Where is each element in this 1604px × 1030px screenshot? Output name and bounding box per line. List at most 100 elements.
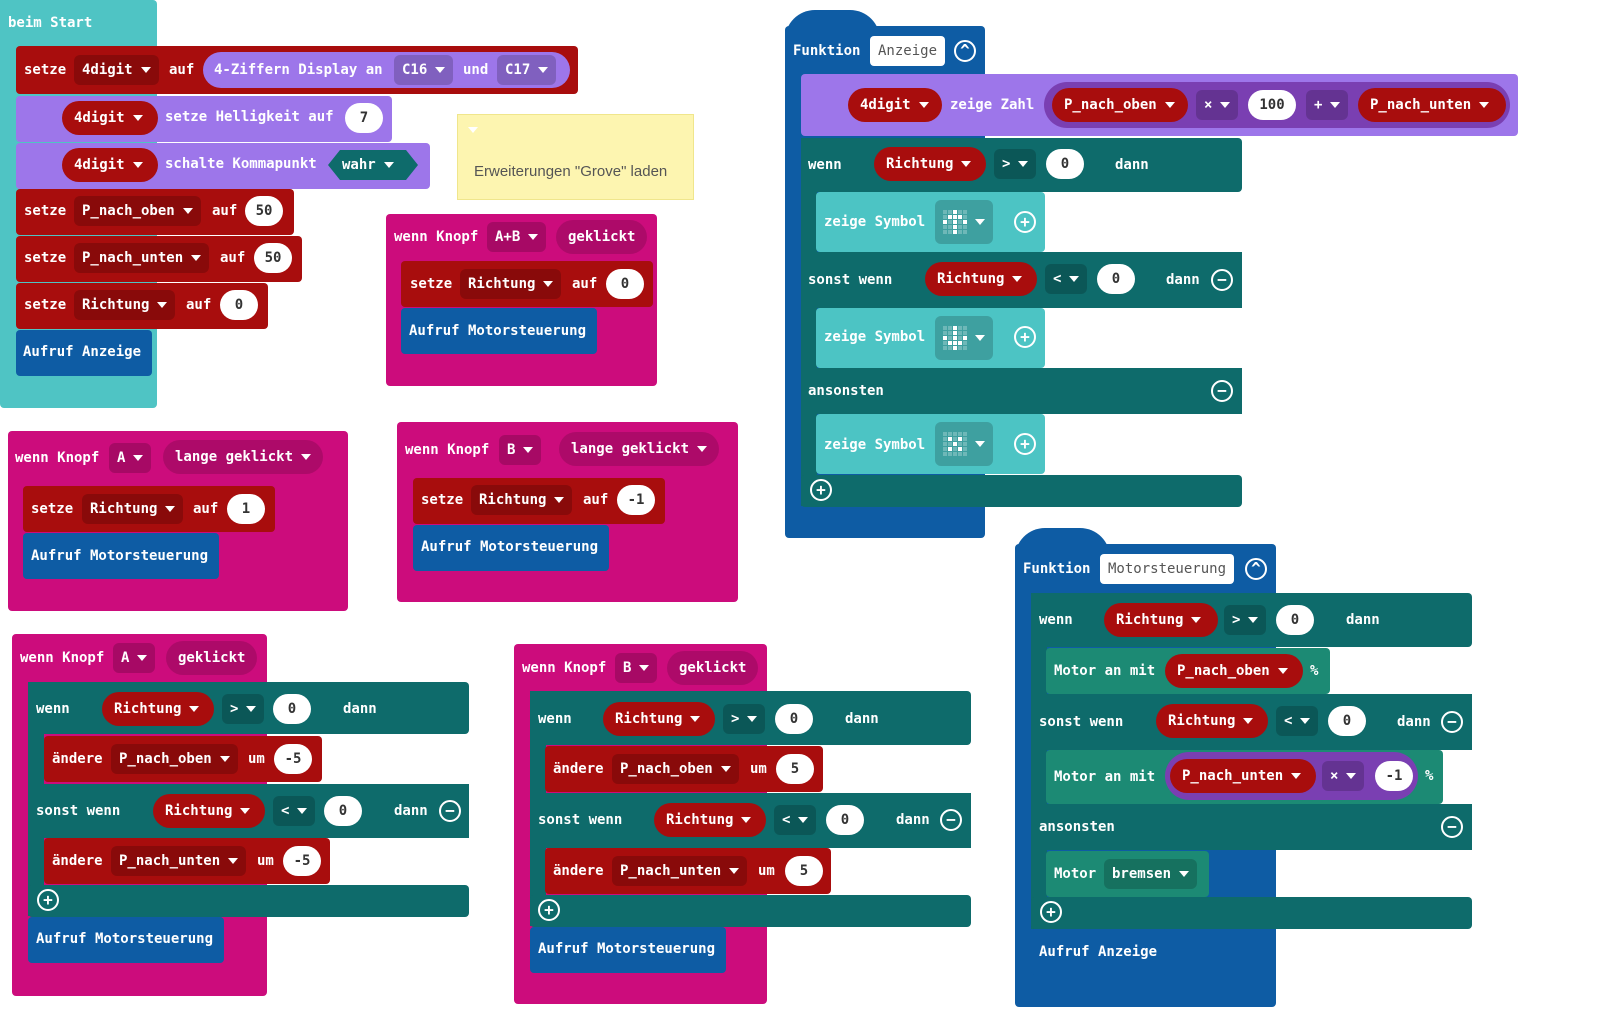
- var-p-down-pill[interactable]: P_nach_unten: [1358, 88, 1506, 122]
- else-row[interactable]: [1031, 804, 1472, 850]
- call-anzeige-block[interactable]: [16, 330, 152, 376]
- collapse-up-icon[interactable]: ^: [954, 40, 976, 62]
- compare-op-dropdown[interactable]: >: [994, 149, 1037, 179]
- var-dir-dropdown[interactable]: Richtung: [82, 494, 184, 524]
- factor-input[interactable]: 100: [1248, 90, 1296, 120]
- var-dir-pill[interactable]: Richtung: [102, 692, 214, 726]
- call-anzeige-block[interactable]: [1031, 929, 1167, 975]
- var-p-up-pill[interactable]: P_nach_oben: [1052, 88, 1188, 122]
- add-icon[interactable]: +: [538, 899, 560, 921]
- event-dropdown[interactable]: geklickt: [556, 220, 648, 254]
- compare-op-dropdown[interactable]: >: [222, 694, 265, 724]
- add-icon[interactable]: +: [1014, 326, 1036, 348]
- var-dir-dropdown[interactable]: Richtung: [74, 290, 176, 320]
- var-p-down-dropdown[interactable]: P_nach_unten: [74, 243, 210, 273]
- change-input[interactable]: -5: [283, 846, 321, 876]
- event-dropdown[interactable]: geklickt: [166, 641, 258, 675]
- compare-op-dropdown[interactable]: <: [273, 796, 316, 826]
- display-init-block[interactable]: [203, 52, 570, 88]
- var-p-up-dropdown[interactable]: P_nach_oben: [74, 196, 201, 226]
- show-symbol-block[interactable]: [816, 414, 1045, 474]
- p-down-input[interactable]: 50: [254, 243, 292, 273]
- function-name-input[interactable]: Anzeige: [870, 36, 946, 66]
- change-input[interactable]: -5: [274, 744, 312, 774]
- var-dir-pill[interactable]: Richtung: [603, 702, 715, 736]
- change-input[interactable]: 5: [776, 754, 814, 784]
- dir-input[interactable]: -1: [617, 485, 655, 515]
- var-p-up-dropdown[interactable]: P_nach_oben: [111, 744, 238, 774]
- compare-input[interactable]: 0: [826, 805, 864, 835]
- var-dir-pill[interactable]: Richtung: [153, 794, 265, 828]
- compare-op-dropdown[interactable]: <: [774, 805, 817, 835]
- compare-input[interactable]: 0: [324, 796, 362, 826]
- call-motor-block[interactable]: [23, 533, 219, 579]
- dir-input[interactable]: 1: [227, 494, 265, 524]
- pin1-dropdown[interactable]: C16: [394, 55, 454, 85]
- compare-input[interactable]: 0: [1046, 149, 1084, 179]
- add-icon[interactable]: +: [1014, 211, 1036, 233]
- brake-dropdown[interactable]: bremsen: [1104, 859, 1198, 889]
- compare-input[interactable]: 0: [775, 704, 813, 734]
- function-name-input[interactable]: Motorsteuerung: [1100, 554, 1235, 584]
- remove-icon[interactable]: −: [1211, 269, 1233, 291]
- add-op-dropdown[interactable]: +: [1306, 90, 1349, 120]
- call-motor-block[interactable]: [401, 308, 597, 354]
- change-p-down-block[interactable]: [44, 838, 330, 884]
- var-dir-pill[interactable]: Richtung: [1156, 704, 1268, 738]
- button-dropdown[interactable]: A+B: [487, 222, 547, 252]
- button-dropdown[interactable]: A: [109, 443, 152, 473]
- change-p-down-block[interactable]: [545, 848, 831, 894]
- compare-input[interactable]: 0: [1097, 264, 1135, 294]
- button-dropdown[interactable]: B: [615, 653, 658, 683]
- dir-input[interactable]: 0: [220, 290, 258, 320]
- remove-icon[interactable]: −: [940, 809, 962, 831]
- compare-op-dropdown[interactable]: <: [1276, 706, 1319, 736]
- var-4digit-dropdown[interactable]: 4digit: [74, 55, 159, 85]
- collapse-icon[interactable]: [468, 127, 478, 133]
- add-icon[interactable]: +: [37, 889, 59, 911]
- mul-op-dropdown[interactable]: ×: [1196, 90, 1239, 120]
- collapse-up-icon[interactable]: ^: [1245, 558, 1267, 580]
- var-4digit-pill[interactable]: 4digit: [848, 88, 942, 122]
- event-dropdown[interactable]: lange geklickt: [163, 440, 324, 474]
- button-dropdown[interactable]: A: [113, 643, 156, 673]
- var-p-up-dropdown[interactable]: P_nach_oben: [612, 754, 739, 784]
- add-icon[interactable]: +: [810, 479, 832, 501]
- compare-input[interactable]: 0: [1328, 706, 1366, 736]
- call-motor-block[interactable]: [28, 917, 224, 963]
- mul-op-dropdown[interactable]: ×: [1322, 761, 1365, 791]
- var-p-down-dropdown[interactable]: P_nach_unten: [111, 846, 247, 876]
- compare-op-dropdown[interactable]: <: [1045, 264, 1088, 294]
- var-p-down-dropdown[interactable]: P_nach_unten: [612, 856, 748, 886]
- change-input[interactable]: 5: [785, 856, 823, 886]
- var-4digit-pill[interactable]: 4digit: [62, 101, 158, 135]
- pin2-dropdown[interactable]: C17: [497, 55, 557, 85]
- compare-input[interactable]: 0: [273, 694, 311, 724]
- remove-icon[interactable]: −: [1441, 816, 1463, 838]
- p-up-input[interactable]: 50: [245, 196, 283, 226]
- compare-input[interactable]: 0: [1276, 605, 1314, 635]
- var-dir-pill[interactable]: Richtung: [925, 262, 1037, 296]
- show-symbol-block[interactable]: [816, 308, 1045, 368]
- decimal-value-dropdown[interactable]: wahr: [328, 150, 418, 180]
- event-dropdown[interactable]: lange geklickt: [559, 432, 720, 466]
- var-p-up-pill[interactable]: P_nach_oben: [1165, 654, 1303, 688]
- var-dir-dropdown[interactable]: Richtung: [460, 269, 562, 299]
- stop-symbol-dropdown[interactable]: [935, 422, 993, 466]
- event-dropdown[interactable]: geklickt: [667, 651, 759, 685]
- var-dir-pill[interactable]: Richtung: [1104, 603, 1218, 637]
- show-symbol-block[interactable]: [816, 192, 1045, 252]
- arrow-down-symbol-dropdown[interactable]: [935, 316, 993, 360]
- call-motor-block[interactable]: [530, 927, 726, 973]
- var-dir-pill[interactable]: Richtung: [654, 803, 766, 837]
- brightness-input[interactable]: 7: [345, 103, 383, 133]
- comment-box[interactable]: Erweiterungen "Grove" laden: [457, 114, 694, 200]
- else-row[interactable]: [801, 368, 1242, 414]
- remove-icon[interactable]: −: [1441, 711, 1463, 733]
- compare-op-dropdown[interactable]: >: [723, 704, 766, 734]
- var-p-down-pill[interactable]: P_nach_unten: [1170, 759, 1316, 793]
- call-motor-block[interactable]: [413, 525, 609, 571]
- compare-op-dropdown[interactable]: >: [1224, 605, 1267, 635]
- button-dropdown[interactable]: B: [499, 435, 542, 465]
- remove-icon[interactable]: −: [439, 800, 461, 822]
